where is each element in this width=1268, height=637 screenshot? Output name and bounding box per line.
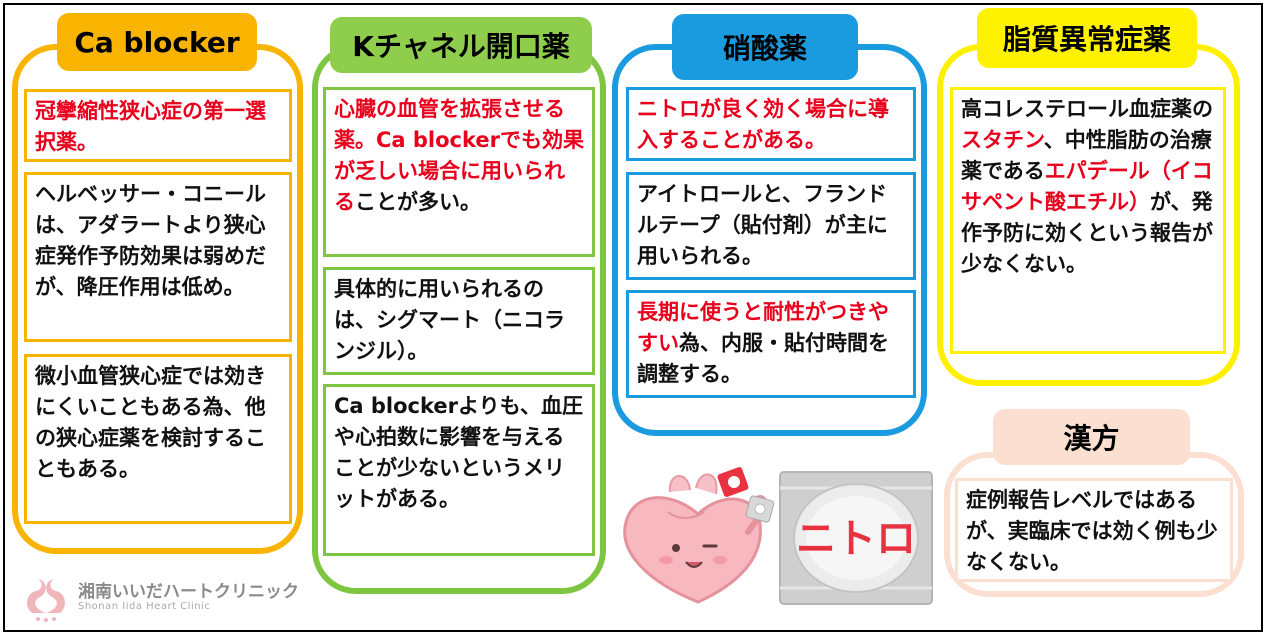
kampo-title: 漢方	[993, 409, 1190, 465]
clinic-name: 湘南いいだハートクリニック	[78, 582, 299, 602]
k-box-merit-text: Ca blockerよりも、血圧や心拍数に影響を与えることが少ないというメリット…	[334, 394, 583, 511]
ca-box-herbesser: ヘルベッサー・コニールは、アダラートより狭心症発作予防効果は弱めだが、降圧作用は…	[24, 172, 292, 342]
nitrate-title: 硝酸薬	[672, 14, 858, 80]
nitrate-box-nitro-text: ニトロが良く効く場合に導入することがある。	[637, 97, 889, 152]
lipid-box-statin: 高コレステロール血症薬のスタチン、中性脂肪の治療薬であるエパデール（イコサペント…	[950, 87, 1226, 354]
lipid-statin-red: スタチン	[961, 128, 1044, 152]
k-box-merit: Ca blockerよりも、血圧や心拍数に影響を与えることが少ないというメリット…	[323, 384, 595, 556]
nitrate-box-nitro: ニトロが良く効く場合に導入することがある。	[626, 87, 916, 161]
nitro-pill-label: ニトロ	[796, 516, 916, 562]
nitro-pill-package-illustration	[779, 471, 933, 605]
lipid-epadel-red: エパデール（イコサペント酸エチル）	[961, 159, 1213, 214]
ca-box-first-line: 冠攣縮性狭心症の第一選択薬。	[24, 89, 292, 162]
kampo-box-text: 症例報告レベルではあるが、実臨床では効く例も少なくない。	[966, 488, 1218, 574]
ca-box-microvascular: 微小血管狭心症では効きにくいこともある為、他の狭心症薬を検討することもある。	[24, 354, 292, 524]
k-box-vasodilator-text: ことが多い。	[355, 190, 481, 214]
k-box-sigmart: 具体的に用いられるのは、シグマート（ニコランジル）。	[323, 267, 595, 375]
lipid-title: 脂質異常症薬	[977, 8, 1197, 68]
clinic-name-english: Shonan Iida Heart Clinic	[78, 601, 211, 612]
k-box-vasodilator: 心臓の血管を拡張させる薬。Ca blockerでも効果が乏しい場合に用いられるこ…	[323, 87, 595, 257]
k-channel-title: Kチャネル開口薬	[330, 17, 592, 73]
k-box-sigmart-text: 具体的に用いられるのは、シグマート（ニコランジル）。	[334, 277, 565, 363]
clinic-logo: 湘南いいだハートクリニック Shonan Iida Heart Clinic	[18, 573, 299, 623]
lipid-text-3: が、発作予防に効くという報告が少なくない。	[961, 190, 1213, 276]
ca-box-herbesser-text: ヘルベッサー・コニールは、アダラートより狭心症発作予防効果は弱めだが、降圧作用は…	[35, 182, 266, 299]
nitrate-box-tolerance-red: 長期に使うと耐性がつきやすい	[637, 300, 889, 355]
swan-logo-icon	[27, 579, 65, 622]
nitrate-box-tolerance-text: 為、内服・貼付時間を調整する。	[637, 331, 889, 386]
k-box-vasodilator-red: 心臓の血管を拡張させる薬。Ca blockerでも効果が乏しい場合に用いられる	[334, 97, 584, 214]
nitrate-box-tolerance: 長期に使うと耐性がつきやすい為、内服・貼付時間を調整する。	[626, 290, 916, 398]
ca-box-first-line-text: 冠攣縮性狭心症の第一選択薬。	[35, 99, 266, 154]
lipid-text-1: 高コレステロール血症薬の	[961, 97, 1213, 121]
nitrate-box-itorol-text: アイトロールと、フランドルテープ（貼付剤）が主に用いられる。	[637, 182, 888, 268]
lipid-text-2: 、中性脂肪の治療薬である	[961, 128, 1212, 183]
kampo-box: 症例報告レベルではあるが、実臨床では効く例も少なくない。	[955, 478, 1233, 582]
ca-blocker-title: Ca blocker	[57, 13, 257, 71]
ca-box-microvascular-text: 微小血管狭心症では効きにくいこともある為、他の狭心症薬を検討することもある。	[35, 364, 266, 481]
heart-character-illustration	[623, 467, 775, 604]
nitrate-box-itorol: アイトロールと、フランドルテープ（貼付剤）が主に用いられる。	[626, 172, 916, 280]
